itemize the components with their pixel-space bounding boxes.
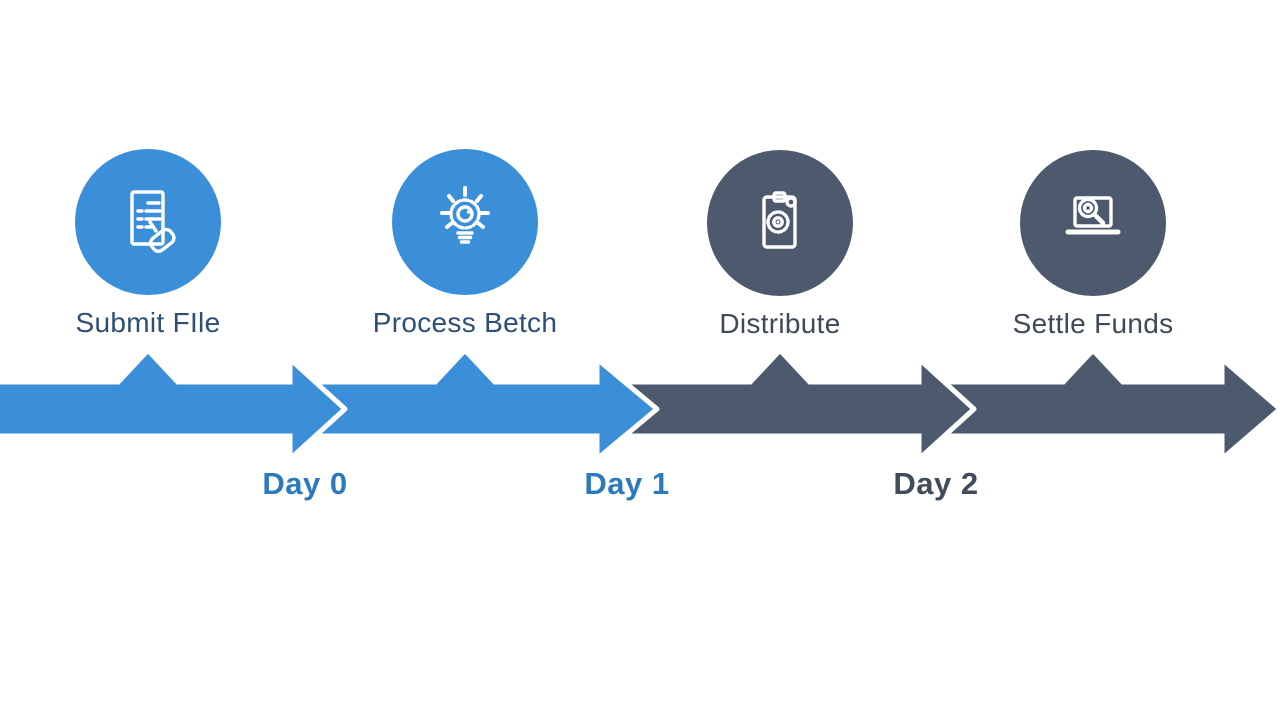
step-label: Submit FIle	[75, 307, 221, 338]
step-submit-file: Submit FIle	[28, 149, 268, 339]
step-label: Settle Funds	[1012, 308, 1174, 339]
timeline-arrowhead-3	[916, 356, 977, 462]
step-circle	[75, 149, 221, 295]
day-2-label: Day 2	[893, 466, 979, 501]
submit-file-badge	[75, 149, 221, 295]
step-circle	[1020, 150, 1166, 296]
lightbulb-rays-icon	[440, 186, 490, 244]
timeline-segment-4	[933, 354, 1226, 434]
timeline-segment-2	[303, 354, 601, 434]
step-settle-funds: Settle Funds	[973, 150, 1213, 340]
distribute-badge	[707, 150, 853, 296]
settle-funds-badge	[1020, 150, 1166, 296]
process-batch-badge	[392, 149, 538, 295]
laptop-search-icon	[1065, 196, 1121, 235]
step-label: Distribute	[719, 308, 841, 339]
timeline-arrowhead-1	[287, 356, 348, 462]
timeline-arrowhead-2	[594, 356, 660, 462]
step-circle	[707, 150, 853, 296]
timeline-arrow	[0, 354, 1280, 462]
document-hand-icon	[130, 190, 176, 253]
timeline-segment-1	[0, 354, 294, 434]
clipboard-gear-icon	[762, 191, 797, 249]
timeline-segment-3	[618, 354, 923, 434]
day-1-label: Day 1	[584, 466, 670, 501]
day-0-label: Day 0	[262, 466, 348, 501]
timeline-arrowhead-4	[1219, 356, 1280, 462]
step-process-batch: Process Betch	[345, 149, 585, 339]
step-label: Process Betch	[372, 307, 558, 338]
step-distribute: Distribute	[660, 150, 900, 340]
